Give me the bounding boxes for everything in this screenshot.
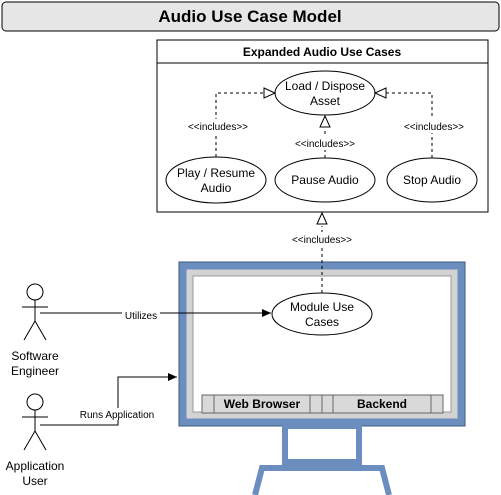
use-case-module xyxy=(271,292,373,336)
includes-center-label: <<includes>> xyxy=(295,139,355,150)
use-case-play-resume-line1: Play / Resume xyxy=(177,166,255,180)
includes-right-label-bg xyxy=(399,119,469,133)
includes-center-label-bg xyxy=(290,136,360,150)
component-backend: Backend xyxy=(357,397,407,411)
edge-runs-application-label-bg xyxy=(74,408,160,420)
use-case-play-resume-audio xyxy=(165,156,267,204)
includes-edge-left-arrowhead xyxy=(263,87,277,99)
includes-edge-right-arrowhead xyxy=(373,87,387,99)
includes-edge-center-arrowhead xyxy=(319,114,331,128)
includes-edge-module-arrowhead xyxy=(316,211,328,225)
actor-software-engineer xyxy=(22,283,48,341)
edge-runs-application-label: Runs Application xyxy=(80,410,155,421)
use-case-pause-label: Pause Audio xyxy=(291,173,359,187)
actor-software-engineer-line2: Engineer xyxy=(11,364,59,378)
edge-runs-application xyxy=(40,373,177,426)
actor-application-user xyxy=(22,393,48,451)
use-case-load-dispose-line1: Load / Dispose xyxy=(285,79,365,93)
actor-application-user-line1: Application xyxy=(6,459,65,473)
expanded-box-title: Expanded Audio Use Cases xyxy=(243,45,402,59)
use-case-load-dispose-asset xyxy=(274,70,376,116)
includes-left-label: <<includes>> xyxy=(188,122,248,133)
includes-left-label-bg xyxy=(183,119,253,133)
page-title: Audio Use Case Model xyxy=(158,7,341,26)
actor-application-user-line2: User xyxy=(22,474,47,488)
includes-module-label-bg xyxy=(287,232,357,246)
edge-utilizes-label-bg xyxy=(122,308,160,320)
includes-edge-left xyxy=(215,92,264,157)
monitor-neck xyxy=(282,423,362,465)
use-case-module-line2: Cases xyxy=(305,315,339,329)
includes-right-label: <<includes>> xyxy=(404,122,464,133)
title-bar xyxy=(1,1,500,32)
use-case-stop-label: Stop Audio xyxy=(403,173,461,187)
use-case-play-resume-line2: Audio xyxy=(201,181,232,195)
includes-module-label: <<includes>> xyxy=(292,235,352,246)
edge-utilizes-label: Utilizes xyxy=(125,311,157,322)
use-case-load-dispose-line2: Asset xyxy=(310,94,341,108)
use-case-module-line1: Module Use xyxy=(290,300,354,314)
component-web-browser: Web Browser xyxy=(224,397,301,411)
actor-software-engineer-line1: Software xyxy=(11,349,59,363)
monitor-base xyxy=(252,465,392,495)
